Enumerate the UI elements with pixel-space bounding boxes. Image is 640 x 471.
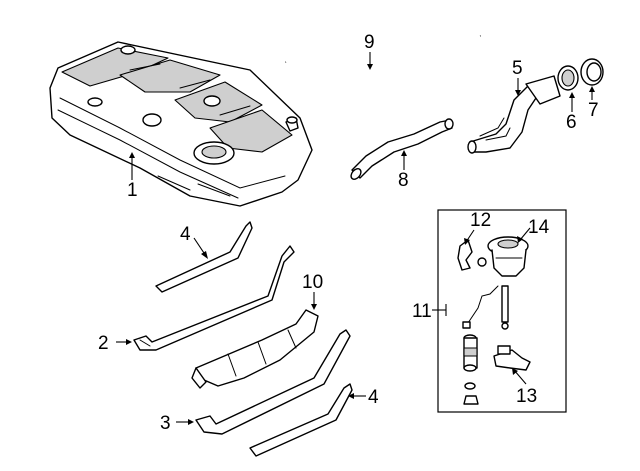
callout-8: 8	[398, 170, 409, 191]
callout-6: 6	[566, 112, 577, 133]
callout-11: 11	[412, 301, 432, 322]
callout-14: 14	[528, 217, 550, 238]
callout-4-lower: 4	[368, 387, 379, 408]
fuel-pump-module-part[interactable]	[487, 236, 529, 277]
callout-labels: 1 9 5 6 7 8 4 10 2 3 4 11 12 13 14	[98, 32, 599, 434]
pump-clip-part[interactable]	[463, 382, 479, 405]
callout-12: 12	[470, 210, 491, 231]
fuel-cap-part[interactable]	[580, 58, 604, 86]
vent-tube-part[interactable]	[285, 34, 481, 72]
tank-strap-lower-part[interactable]	[195, 329, 351, 435]
callout-1: 1	[127, 180, 138, 201]
wire-harness-part[interactable]	[462, 285, 499, 329]
callout-3: 3	[160, 413, 171, 434]
filler-ring-part[interactable]	[557, 65, 579, 91]
fuel-tank-part[interactable]	[49, 41, 313, 207]
callout-13: 13	[516, 386, 537, 407]
callout-7: 7	[588, 100, 599, 121]
fuel-pump-inset-box	[437, 209, 567, 413]
callout-2: 2	[98, 333, 109, 354]
fuel-level-sender-part[interactable]	[457, 239, 487, 271]
tank-strap-lower-short-part[interactable]	[249, 383, 353, 457]
fuel-pump-part[interactable]	[463, 334, 478, 372]
fuel-pickup-rod-part[interactable]	[501, 285, 509, 330]
callout-5: 5	[512, 58, 523, 79]
tank-strap-upper-part[interactable]	[155, 221, 253, 293]
filler-neck-part[interactable]	[467, 75, 561, 154]
filler-hose-part[interactable]	[349, 118, 454, 181]
callout-4-upper: 4	[180, 224, 191, 245]
tank-strap-long-part[interactable]	[133, 245, 295, 351]
leader-lines	[116, 52, 595, 425]
heat-shield-part[interactable]	[191, 309, 319, 389]
callout-10: 10	[302, 272, 323, 293]
fuel-strainer-part[interactable]	[493, 345, 531, 371]
callout-9: 9	[364, 32, 375, 53]
